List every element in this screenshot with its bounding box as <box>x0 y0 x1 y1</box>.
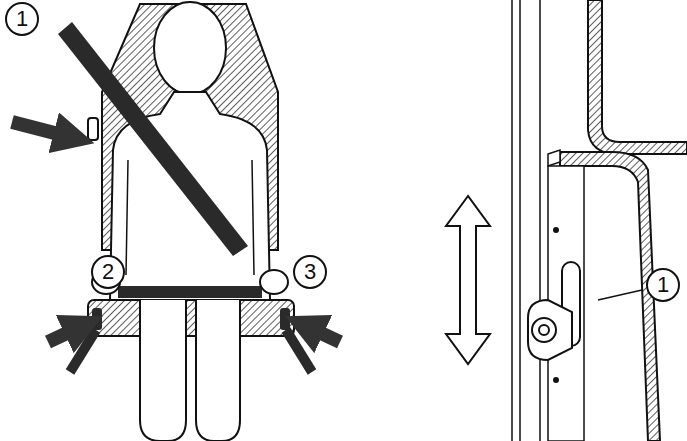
child-hand <box>260 270 288 294</box>
pointer-arrow <box>48 327 80 342</box>
child-leg <box>140 300 186 441</box>
lap-belt <box>118 286 262 298</box>
belt-guide <box>88 118 98 140</box>
callout-number: 2 <box>91 255 125 289</box>
pointer-arrow <box>308 327 340 342</box>
shoulder-belt <box>58 22 248 256</box>
callout-number: 1 <box>5 2 39 36</box>
child-leg <box>196 300 240 441</box>
belt-height-adjuster <box>446 0 687 441</box>
pointer-arrow <box>12 122 70 137</box>
child-head <box>154 2 226 94</box>
belt-guide <box>280 308 290 330</box>
seat-cushion <box>88 300 294 336</box>
callout-number: 1 <box>646 268 680 302</box>
belt-guide <box>92 308 102 330</box>
callout-number: 3 <box>293 255 327 289</box>
